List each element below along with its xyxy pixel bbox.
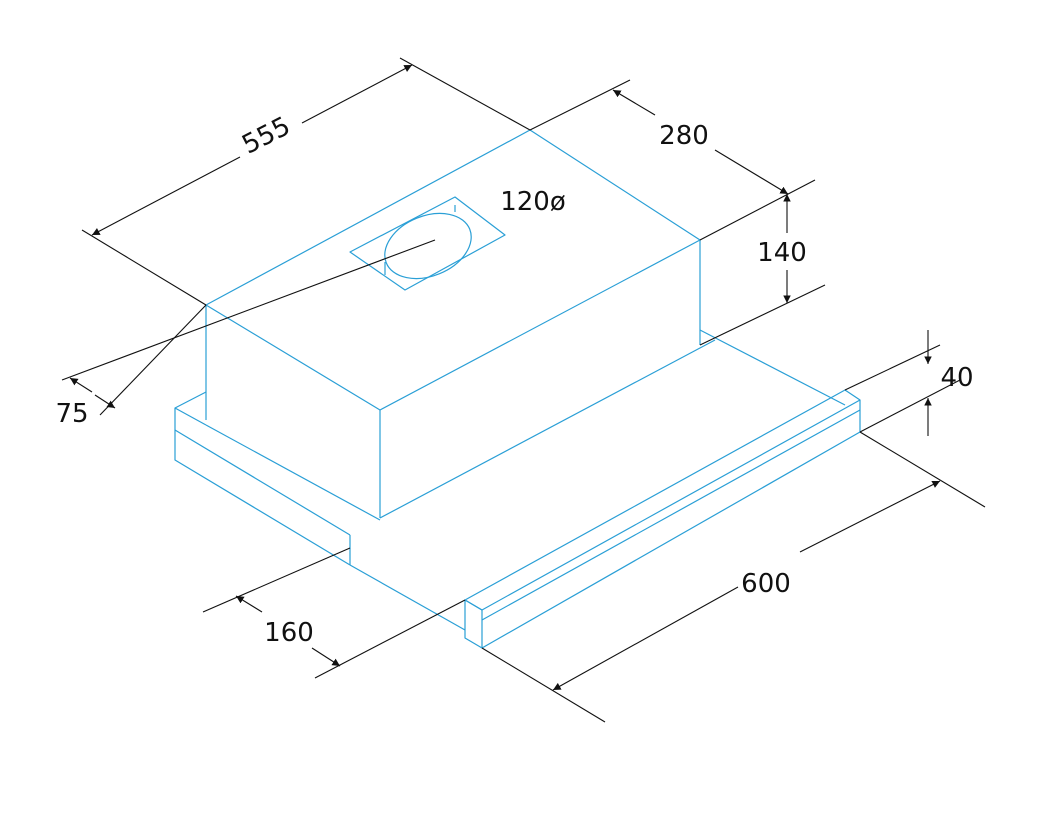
- lower-tray-top-lip: [174, 407, 207, 426]
- duct-opening: [384, 212, 472, 280]
- lower-tray-right-bottom: [379, 339, 716, 519]
- hood-body: [174, 129, 861, 649]
- dimension-arrow-555-b: [301, 64, 413, 124]
- duct-plate: [349, 196, 506, 291]
- extension-line-160-right: [314, 599, 466, 679]
- visor-front: [464, 599, 483, 649]
- lower-tray-back: [699, 329, 846, 406]
- extension-line-280-right: [699, 179, 816, 241]
- label-back-depth: 280: [659, 121, 709, 151]
- dimension-arrow-280-b: [714, 149, 789, 195]
- label-front-depth: 160: [264, 618, 314, 648]
- visor-top: [464, 389, 861, 611]
- dimension-arrow-555-a: [91, 156, 241, 236]
- label-width: 600: [741, 569, 791, 599]
- dimension-arrow-75-b: [94, 394, 116, 409]
- extension-line-140-bottom: [699, 284, 826, 346]
- lower-tray-inner-left: [174, 429, 351, 536]
- lower-tray-left: [174, 391, 351, 566]
- visor-bottom-edge: [481, 431, 861, 649]
- dimension-lines: [61, 57, 986, 723]
- extension-line-40-bottom: [859, 379, 961, 433]
- label-duct-diameter: 120ø: [500, 187, 566, 217]
- label-front-height: 40: [940, 363, 973, 393]
- dimension-arrow-160-a: [235, 595, 263, 613]
- dimension-labels: 555 280 120ø 140 75 40 160 600: [55, 111, 973, 648]
- label-height: 140: [757, 238, 807, 268]
- label-offset: 75: [55, 399, 88, 429]
- dimension-arrow-160-b: [311, 647, 341, 667]
- dimension-arrow-280-a: [612, 89, 656, 116]
- extension-line-600-right: [859, 431, 986, 508]
- extension-line-75-duct: [61, 239, 436, 381]
- extension-line-600-left: [481, 647, 606, 723]
- dimension-arrow-75: [69, 377, 93, 393]
- extension-line-555-left: [81, 229, 207, 306]
- extension-line-75-body: [99, 304, 207, 416]
- extension-line-40-top: [844, 344, 941, 391]
- lower-tray-lip-front: [205, 424, 381, 521]
- lower-tray-front-bottom: [349, 564, 466, 631]
- upper-box-top: [205, 129, 701, 411]
- extension-line-280-top: [529, 79, 631, 131]
- extension-line-555-right: [399, 57, 531, 131]
- dimension-arrow-600-a: [552, 586, 739, 691]
- extension-line-160-left: [202, 547, 351, 613]
- visor-inner-line: [481, 409, 861, 621]
- label-depth: 555: [237, 111, 295, 160]
- dimension-arrow-600-b: [799, 480, 941, 553]
